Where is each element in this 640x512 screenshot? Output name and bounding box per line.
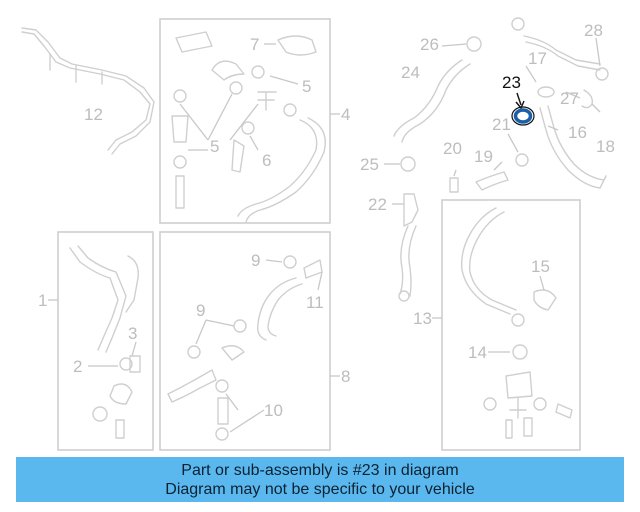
box-4-parts bbox=[171, 31, 326, 223]
part-23-ring bbox=[513, 108, 533, 124]
callout-5a: 5 bbox=[302, 77, 311, 96]
info-banner: Part or sub-assembly is #23 in diagram D… bbox=[16, 457, 624, 502]
right-upper-parts bbox=[393, 17, 609, 302]
banner-line-1: Part or sub-assembly is #23 in diagram bbox=[181, 461, 459, 479]
group-box-4 bbox=[159, 18, 331, 224]
callout-7: 7 bbox=[250, 35, 259, 54]
callout-25: 25 bbox=[360, 155, 379, 174]
box-1-parts bbox=[69, 245, 141, 439]
callout-6: 6 bbox=[262, 151, 271, 170]
callout-15: 15 bbox=[531, 257, 550, 276]
box-8-parts bbox=[167, 255, 323, 441]
callout-labels: 1 2 3 4 5 5 6 7 8 9 9 10 11 12 13 14 15 … bbox=[38, 21, 615, 420]
callout-8: 8 bbox=[341, 367, 350, 386]
callout-5b: 5 bbox=[210, 137, 219, 156]
callout-11: 11 bbox=[306, 293, 324, 312]
callout-12: 12 bbox=[84, 105, 103, 124]
callout-17: 17 bbox=[528, 49, 547, 68]
part-12-pipe bbox=[21, 27, 155, 155]
banner-line-2: Diagram may not be specific to your vehi… bbox=[165, 480, 475, 498]
callout-1: 1 bbox=[38, 291, 47, 310]
group-box-8 bbox=[159, 231, 331, 451]
callout-9a: 9 bbox=[251, 251, 260, 270]
callout-9b: 9 bbox=[196, 301, 205, 320]
part-23-highlight[interactable] bbox=[511, 92, 535, 126]
callout-28: 28 bbox=[584, 21, 603, 40]
group-box-1 bbox=[57, 231, 154, 451]
callout-3: 3 bbox=[128, 324, 137, 343]
callout-22: 22 bbox=[368, 195, 387, 214]
callout-10: 10 bbox=[264, 401, 283, 420]
callout-21: 21 bbox=[492, 115, 511, 134]
callout-4: 4 bbox=[341, 105, 350, 124]
group-box-13 bbox=[441, 199, 581, 451]
callout-23: 23 bbox=[502, 73, 521, 92]
callout-18: 18 bbox=[596, 137, 615, 156]
callout-2: 2 bbox=[73, 357, 82, 376]
callout-27: 27 bbox=[560, 89, 579, 108]
callout-24: 24 bbox=[401, 63, 420, 82]
callout-13: 13 bbox=[413, 309, 432, 328]
callout-16: 16 bbox=[568, 123, 587, 142]
callout-19: 19 bbox=[474, 147, 493, 166]
callout-14: 14 bbox=[468, 343, 487, 362]
callout-20: 20 bbox=[443, 139, 462, 158]
callout-26: 26 bbox=[420, 35, 439, 54]
leader-lines bbox=[48, 37, 601, 433]
box-13-parts bbox=[460, 207, 573, 439]
